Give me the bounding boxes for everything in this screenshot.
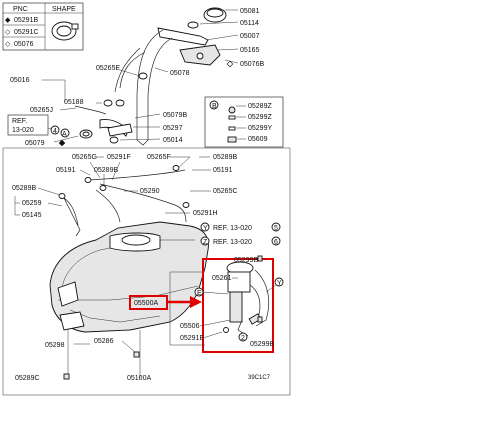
label-05014: 05014 xyxy=(163,137,183,144)
label-05265C: 05265C xyxy=(213,188,238,195)
label-05299B: 05299B xyxy=(250,341,274,348)
legend-marker: ◇ xyxy=(5,41,11,48)
legend-marker: ◇ xyxy=(5,29,11,36)
leader-lines-upper xyxy=(42,9,239,143)
filler-neck-assembly xyxy=(74,7,227,146)
filler-neck-pipe-icon xyxy=(157,27,209,46)
legend-header-shape: SHAPE xyxy=(52,6,76,13)
label-05076B: 05076B xyxy=(240,61,264,68)
label-05016: 05016 xyxy=(10,77,30,84)
ref-label: REF. 13-020 xyxy=(213,239,252,246)
label-05165: 05165 xyxy=(240,47,260,54)
bolt-stack-icon xyxy=(227,106,237,143)
legend-table: PNC SHAPE ◆ 05291B ◇ 05291C ◇ 05076 xyxy=(2,2,84,51)
clamp-icon xyxy=(58,165,190,208)
label-05289B: 05289B xyxy=(94,167,118,174)
label-05145: 05145 xyxy=(22,212,42,219)
bolt-icon xyxy=(257,316,263,323)
label-05506: 05506 xyxy=(180,323,200,330)
label-05259: 05259 xyxy=(22,200,42,207)
marker-2: 2 xyxy=(241,335,245,342)
tank-assembly-frame xyxy=(2,147,291,396)
label-05114: 05114 xyxy=(240,20,259,27)
ref-number: 4 xyxy=(53,128,57,135)
fuel-cap-icon xyxy=(203,7,227,23)
label-05265J: 05265J xyxy=(30,107,53,114)
clamp-icon xyxy=(138,72,148,80)
label-05289B: 05289B xyxy=(12,185,36,192)
float-icon xyxy=(248,313,262,325)
pump-highlight-box xyxy=(202,258,274,353)
label-05188: 05188 xyxy=(64,99,84,106)
label-05289Z: 05289Z xyxy=(248,103,272,110)
marker-e: E xyxy=(197,290,202,297)
label-05078: 05078 xyxy=(170,70,190,77)
marker-y: Y xyxy=(203,225,208,232)
label-05609: 05609 xyxy=(248,136,268,143)
label-05299Y: 05299Y xyxy=(248,125,272,132)
ref-label: REF. 13-020 xyxy=(213,225,252,232)
diamond-marker-icon xyxy=(226,60,234,68)
legend-pnc: 05291C xyxy=(14,29,39,36)
label-05298: 05298 xyxy=(45,342,65,349)
bolt-icon xyxy=(257,255,263,262)
legend-header-pnc: PNC xyxy=(13,6,28,13)
fuel-line-harness xyxy=(58,165,190,237)
diagram-code: 39C1C7 xyxy=(248,375,271,381)
label-05191: 05191 xyxy=(213,167,233,174)
gasket-05079-icon xyxy=(79,129,93,139)
ref-callout-5: Y REF. 13-020 5 xyxy=(200,222,281,232)
hose-clamp-05188-icon xyxy=(103,99,125,107)
label-05261: 05261 xyxy=(212,275,232,282)
callout-05500A: 05500A xyxy=(129,295,202,310)
marker-y: Y xyxy=(277,280,282,287)
label-05265F: 05265F xyxy=(147,154,171,161)
ref-number: 6 xyxy=(274,239,278,246)
fuel-pump-icon xyxy=(223,261,261,337)
fuel-tank-icon xyxy=(49,221,209,333)
label-05265E: 05265E xyxy=(96,65,120,72)
ref-callout-4: REF. 13-020 4 A xyxy=(7,114,70,138)
label-05191: 05191 xyxy=(56,167,76,174)
diamond-marker-icon xyxy=(58,139,66,147)
label-05500A: 05500A xyxy=(134,300,158,307)
legend-marker: ◆ xyxy=(5,17,11,24)
marker-a: A xyxy=(62,131,67,138)
label-05286: 05286 xyxy=(94,338,114,345)
label-05079: 05079 xyxy=(25,140,45,147)
legend-pnc: 05291B xyxy=(14,17,38,24)
leader-lines-bottom xyxy=(67,330,141,378)
detail-box-b: B 05289Z 05299Z 05299Y 05609 xyxy=(204,96,284,148)
fuel-pump-assembly: 05299B 05261 E 05506 05291E 2 Y xyxy=(169,255,284,353)
legend-pnc: 05076 xyxy=(14,41,34,48)
label-05081: 05081 xyxy=(240,8,260,15)
marker-b: B xyxy=(212,103,217,110)
label-05291F: 05291F xyxy=(107,154,131,161)
label-05291E: 05291E xyxy=(180,335,204,342)
ref-callout-6: Z REF. 13-020 6 xyxy=(200,236,281,246)
clamp-05014-icon xyxy=(109,136,119,144)
bolt-icon xyxy=(63,351,140,380)
filler-gasket-icon xyxy=(187,21,199,29)
label-05291H: 05291H xyxy=(193,210,218,217)
marker-z: Z xyxy=(203,239,208,246)
arrow-right-icon xyxy=(167,296,202,308)
ref-label: REF. xyxy=(12,118,27,125)
label-05265G: 05265G xyxy=(72,154,97,161)
label-05297: 05297 xyxy=(163,125,183,132)
ref-label: 13-020 xyxy=(12,127,34,134)
label-05100A: 05100A xyxy=(127,375,151,382)
label-05299Z: 05299Z xyxy=(248,114,272,121)
label-05289C: 05289C xyxy=(15,375,40,382)
ref-number: 5 xyxy=(274,225,278,232)
label-05007: 05007 xyxy=(240,33,260,40)
hose-clamp-shape-icon xyxy=(51,21,79,41)
label-05290: 05290 xyxy=(140,188,160,195)
label-05289B: 05289B xyxy=(213,154,237,161)
label-05079B: 05079B xyxy=(163,112,187,119)
leader-lines-lower xyxy=(14,156,211,216)
label-05299B: 05299B xyxy=(234,257,258,264)
